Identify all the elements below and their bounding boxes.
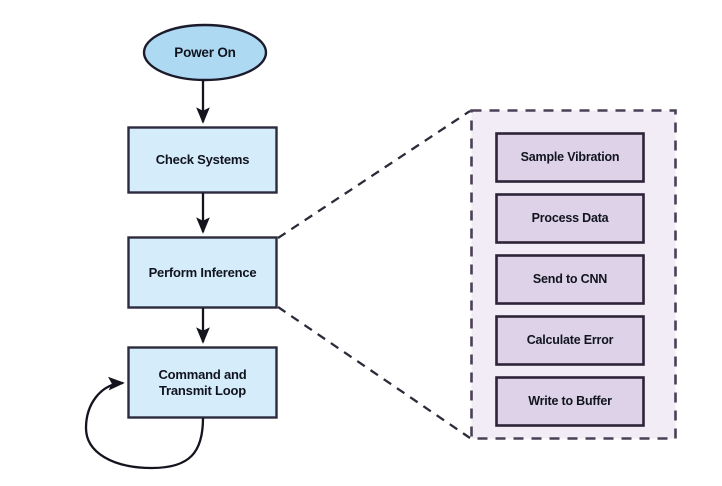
node-power-on-shape[interactable]: [142, 23, 268, 82]
callout-line-bottom: [277, 306, 471, 439]
node-check-systems-shape[interactable]: [127, 126, 278, 194]
subnode-process-data-shape[interactable]: [495, 193, 645, 244]
subnode-write-to-buffer-shape[interactable]: [495, 376, 645, 427]
node-perform-inference-shape[interactable]: [127, 236, 278, 309]
subnode-calculate-error-shape[interactable]: [495, 315, 645, 366]
arrow-self-loop: [84, 376, 205, 470]
node-command-transmit-loop-shape[interactable]: [127, 346, 278, 419]
subnode-sample-vibration-shape[interactable]: [495, 132, 645, 183]
subnode-send-to-cnn-shape[interactable]: [495, 254, 645, 305]
callout-line-top: [277, 110, 471, 239]
